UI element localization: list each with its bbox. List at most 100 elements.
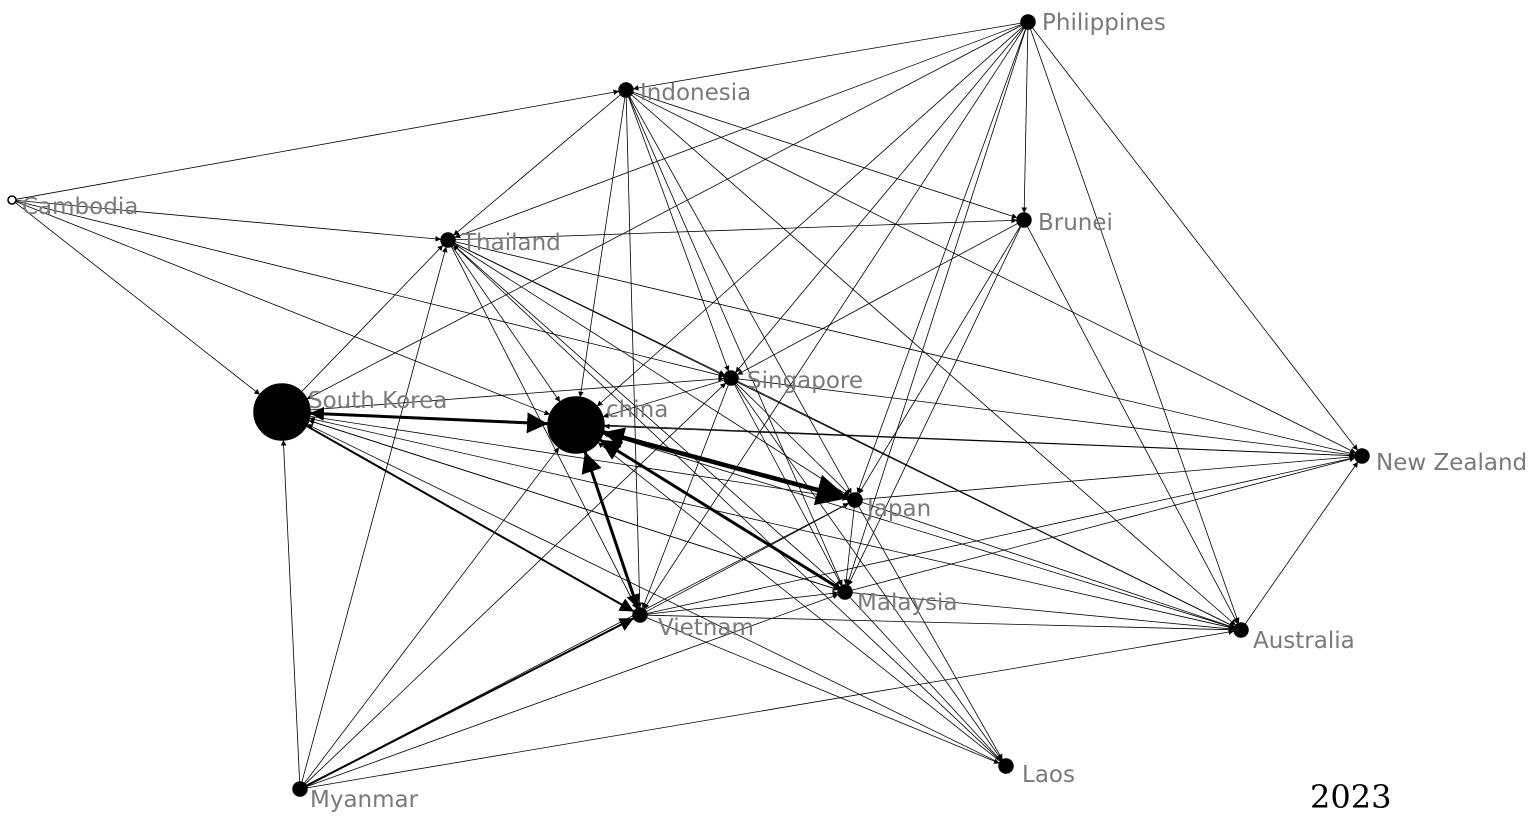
label-japan: Japan (865, 496, 931, 522)
edge-japan-to-malaysia (843, 506, 855, 586)
edge-vietnam-to-laos (646, 617, 1000, 764)
edge-malaysia-to-china (598, 438, 840, 590)
edge-philippines-to-china (596, 26, 1024, 407)
node-malaysia (837, 584, 853, 600)
edge-singapore-to-vietnam (641, 384, 729, 609)
edge-malaysia-to-south_korea (308, 419, 839, 591)
edge-myanmar-to-china (303, 447, 560, 784)
edge-brunei-to-malaysia (847, 226, 1022, 586)
edge-myanmar-to-south_korea (280, 439, 301, 783)
edge-philippines-to-australia (1029, 28, 1240, 624)
edge-singapore-to-new_zealand (737, 378, 1356, 458)
label-vietnam: Vietnam (658, 615, 754, 641)
edge-indonesia-to-malaysia (628, 96, 843, 586)
edge-australia-to-new_zealand (1244, 461, 1359, 625)
edge-indonesia-to-japan (629, 95, 852, 495)
edge-vietnam-to-new_zealand (646, 455, 1356, 614)
edge-singapore-to-malaysia (733, 383, 843, 587)
label-australia: Australia (1253, 628, 1355, 654)
edge-myanmar-to-singapore (304, 382, 727, 785)
edge-malaysia-to-australia (851, 592, 1235, 632)
node-japan (847, 492, 863, 508)
edge-australia-to-china (602, 432, 1235, 629)
edge-singapore-to-china (602, 379, 725, 418)
edge-thailand-to-brunei (454, 217, 1018, 241)
edge-japan-to-australia (861, 501, 1235, 629)
edge-brunei-to-singapore (736, 222, 1019, 376)
label-myanmar: Myanmar (310, 787, 419, 813)
edge-laos-to-china (597, 442, 1001, 762)
node-myanmar (292, 781, 308, 797)
label-malaysia: Malaysia (857, 590, 958, 616)
node-singapore (723, 370, 739, 386)
edge-philippines-to-vietnam (643, 27, 1025, 610)
edge-cambodia-to-south_korea (14, 202, 261, 396)
edge-indonesia-to-new_zealand (632, 92, 1356, 454)
node-indonesia (618, 82, 634, 98)
edge-thailand-to-malaysia (452, 244, 841, 588)
edge-indonesia-to-china (578, 96, 626, 398)
label-thailand: Thailand (461, 230, 561, 256)
edge-indonesia-to-australia (630, 94, 1237, 626)
edge-malaysia-to-laos (849, 596, 1002, 762)
edge-myanmar-to-thailand (301, 246, 448, 783)
edge-philippines-to-singapore (735, 27, 1024, 373)
edge-japan-to-china (602, 427, 849, 500)
node-china (547, 396, 605, 454)
edge-vietnam-to-malaysia (646, 590, 839, 615)
edge-vietnam-to-australia (646, 614, 1235, 633)
edge-thailand-to-japan (453, 243, 850, 497)
edge-cambodia-to-indonesia (15, 89, 620, 200)
edge-thailand-to-new_zealand (454, 241, 1356, 456)
edge-thailand-to-china (451, 245, 561, 403)
edge-philippines-to-brunei (1021, 28, 1029, 214)
edge-south_korea-to-singapore (309, 376, 725, 411)
edge-myanmar-to-malaysia (306, 593, 839, 787)
edge-singapore-to-australia (737, 380, 1235, 628)
edge-indonesia-to-singapore (628, 96, 730, 372)
edge-myanmar-to-australia (306, 629, 1235, 789)
edge-myanmar-to-vietnam (305, 617, 635, 787)
edge-cambodia-to-china (15, 201, 551, 416)
label-new-zealand: New Zealand (1376, 450, 1527, 476)
label-indonesia: Indonesia (640, 80, 751, 106)
node-south-korea (253, 383, 311, 441)
edge-south_korea-to-thailand (301, 244, 444, 393)
edge-cambodia-to-singapore (15, 200, 725, 378)
edges-layer (14, 22, 1359, 789)
edge-philippines-to-indonesia (632, 22, 1022, 91)
label-china: china (606, 397, 668, 423)
edge-new_zealand-to-south_korea (309, 410, 1356, 457)
node-philippines (1020, 14, 1036, 30)
node-laos (998, 758, 1014, 774)
edge-thailand-to-vietnam (450, 246, 638, 609)
edge-singapore-to-japan (735, 382, 851, 496)
label-singapore: Singapore (747, 368, 863, 394)
edge-philippines-to-thailand (454, 24, 1022, 239)
edge-indonesia-to-thailand (453, 94, 621, 236)
edge-laos-to-south_korea (306, 423, 1000, 764)
edge-singapore-to-laos (734, 383, 1003, 761)
edge-myanmar-to-japan (306, 502, 849, 787)
node-australia (1233, 622, 1249, 638)
edge-brunei-to-australia (1026, 225, 1239, 625)
edge-south_korea-to-vietnam (305, 424, 635, 613)
edge-philippines-to-japan (856, 28, 1026, 494)
edge-philippines-to-malaysia (846, 28, 1027, 586)
edge-laos-to-thailand (452, 244, 1002, 762)
node-new-zealand (1354, 448, 1370, 464)
node-brunei (1016, 212, 1032, 228)
edge-indonesia-to-vietnam (625, 96, 643, 609)
edge-japan-to-laos (858, 505, 1003, 761)
edge-philippines-to-south_korea (306, 24, 1022, 400)
edge-indonesia-to-brunei (632, 91, 1018, 219)
edge-china-to-vietnam (583, 451, 640, 609)
edge-japan-to-new_zealand (861, 454, 1356, 500)
label-cambodia: Cambodia (22, 194, 138, 220)
node-thailand (440, 232, 456, 248)
label-south-korea: South Korea (308, 388, 447, 414)
year-label: 2023 (1310, 778, 1392, 816)
edge-south_korea-to-japan (309, 415, 849, 501)
